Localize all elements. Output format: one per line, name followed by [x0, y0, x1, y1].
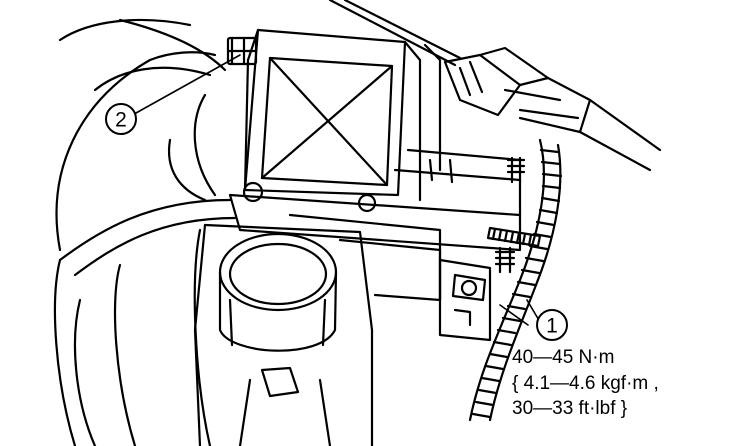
engine-housing-outline [55, 18, 227, 252]
upper-cable [328, 0, 462, 67]
stud-bolt-1 [486, 156, 542, 274]
torque-spec-kgfm: { 4.1—4.6 kgf·m , [512, 373, 659, 394]
leader-lines [135, 54, 541, 326]
throttle-bore [218, 232, 338, 352]
lower-bracket [438, 258, 492, 342]
torque-spec-nm: 40—45 N·m [512, 347, 615, 368]
callout-1: 1 [536, 309, 568, 341]
callout-2: 2 [105, 103, 137, 135]
callout-1-label: 1 [546, 315, 558, 338]
wire-harness [468, 138, 563, 422]
throttle-body-housing [193, 223, 442, 446]
throttle-bracket [228, 28, 522, 302]
torque-spec-ftlbf: 30—33 ft·lbf } [512, 398, 628, 419]
intake-pipe [53, 198, 237, 446]
callout-2-label: 2 [115, 109, 127, 132]
sensor-connector [443, 46, 662, 172]
